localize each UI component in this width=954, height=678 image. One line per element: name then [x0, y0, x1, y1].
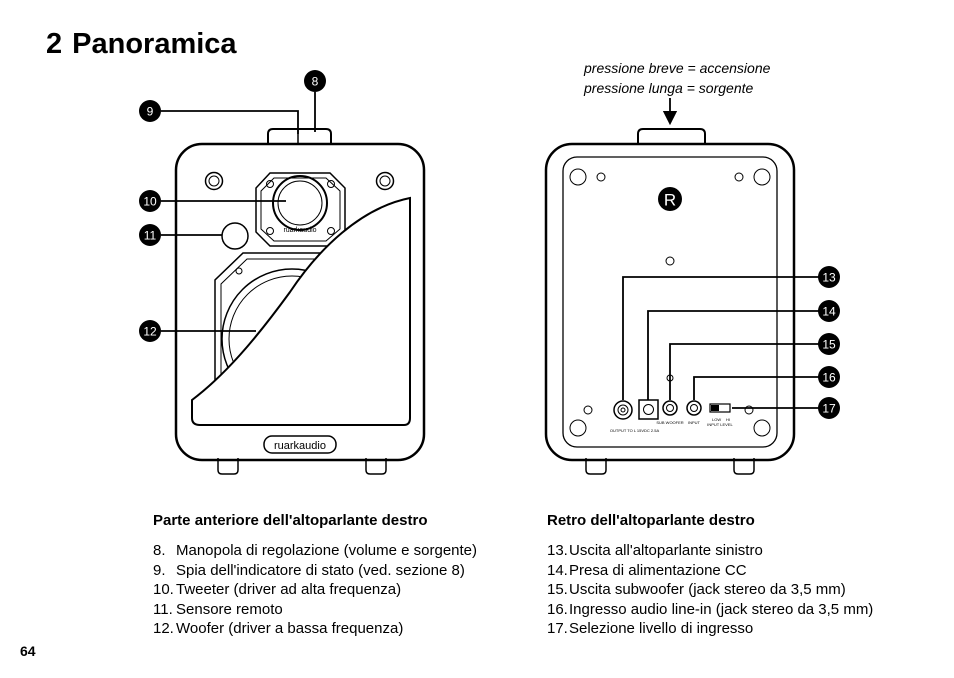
volume-knob: [267, 128, 332, 144]
leader-16: [693, 376, 819, 400]
callout-14: 14: [818, 300, 840, 322]
list-item: 9.Spia dell'indicatore di stato (ved. se…: [153, 561, 465, 579]
note-short-press: pressione breve = accensione: [584, 60, 771, 76]
list-item: 12.Woofer (driver a bassa frequenza): [153, 620, 404, 637]
label-sub: SUB WOOFER: [656, 420, 683, 425]
front-cabinet: [174, 142, 426, 462]
note-long-press: pressione lunga = sorgente: [584, 80, 754, 96]
leader-14: [647, 310, 819, 400]
front-screw-right: [375, 171, 395, 191]
rear-description: Retro dell'altoparlante destro 13.Uscita…: [547, 512, 873, 639]
list-item: 11.Sensore remoto: [153, 600, 283, 618]
front-brand-text: ruarkaudio: [274, 440, 326, 452]
callout-12: 12: [139, 320, 161, 342]
rear-heading: Retro dell'altoparlante destro: [547, 512, 755, 529]
rear-cabinet: [544, 142, 796, 462]
rear-badge: R: [658, 187, 682, 211]
rear-speaker: [544, 98, 796, 475]
callout-16: 16: [818, 366, 840, 388]
input-connector: [686, 400, 702, 416]
section-number: 2: [46, 28, 63, 60]
sub-connector: [662, 400, 678, 416]
dc-connector: [638, 399, 659, 420]
leader-15: [669, 343, 819, 400]
callout-11: 11: [139, 224, 161, 246]
callout-13: 13: [818, 266, 840, 288]
label-hi: HI: [726, 417, 730, 422]
list-item: 14.Presa di alimentazione CC: [547, 561, 747, 579]
svg-text:15: 15: [822, 338, 836, 352]
callout-9: 9: [139, 100, 161, 122]
speaker-diagram: ruarkaudio ruarkaudio 8 9 10 11 12: [139, 70, 840, 475]
list-item: 10.Tweeter (driver ad alta frequenza): [153, 581, 402, 598]
svg-text:11: 11: [144, 229, 157, 243]
label-output: OUTPUT TO L: [610, 428, 637, 433]
tweeter: [272, 175, 328, 231]
list-item: 16.Ingresso audio line-in (jack stereo d…: [547, 600, 874, 618]
grille-cutaway: [191, 196, 411, 426]
front-speaker: [174, 128, 426, 475]
svg-text:R: R: [664, 191, 676, 210]
input-level-switch: [709, 403, 731, 413]
front-foot-left: [217, 458, 239, 475]
front-list: 8.Manopola di regolazione (volume e sorg…: [153, 541, 477, 639]
svg-text:17: 17: [822, 402, 836, 416]
front-foot-right: [365, 458, 387, 475]
tweeter-brand-text: ruarkaudio: [283, 227, 316, 234]
front-heading: Parte anteriore dell'altoparlante destro: [153, 512, 428, 529]
front-description: Parte anteriore dell'altoparlante destro…: [153, 512, 477, 639]
list-item: 15.Uscita subwoofer (jack stereo da 3,5 …: [547, 581, 846, 598]
rear-list: 13.Uscita all'altoparlante sinistro 14.P…: [547, 541, 873, 639]
svg-text:14: 14: [822, 305, 836, 319]
svg-text:13: 13: [822, 271, 836, 285]
list-item: 13.Uscita all'altoparlante sinistro: [547, 542, 763, 559]
front-brand-plaque: [263, 435, 337, 454]
svg-text:12: 12: [143, 325, 157, 339]
svg-text:10: 10: [143, 195, 157, 209]
leader-9: [161, 110, 299, 134]
label-input: INPUT: [688, 420, 701, 425]
callout-10: 10: [139, 190, 161, 212]
list-item: 17.Selezione livello di ingresso: [547, 620, 754, 637]
front-screw-left: [204, 171, 224, 191]
remote-sensor: [221, 222, 249, 250]
rear-panel: [562, 156, 778, 448]
callout-17: 17: [818, 397, 840, 419]
section-title: Panoramica: [72, 28, 237, 60]
page-title: 2 Panoramica: [46, 28, 237, 61]
svg-text:16: 16: [822, 371, 836, 385]
leader-13: [622, 276, 819, 400]
rear-knob: [637, 128, 706, 144]
page-number: 64: [20, 643, 36, 659]
svg-text:8: 8: [312, 75, 319, 89]
callout-15: 15: [818, 333, 840, 355]
label-low: LOW: [712, 417, 721, 422]
label-input-level: INPUT LEVEL: [707, 422, 733, 427]
list-item: 8.Manopola di regolazione (volume e sorg…: [153, 542, 478, 559]
svg-text:9: 9: [147, 105, 154, 119]
label-dc: 15VDC 2.5A: [637, 428, 660, 433]
tweeter-plate: [255, 172, 346, 247]
callout-8: 8: [304, 70, 326, 92]
output-connector: [613, 400, 633, 420]
knob-press-note: pressione breve = accensione pressione l…: [584, 58, 770, 98]
